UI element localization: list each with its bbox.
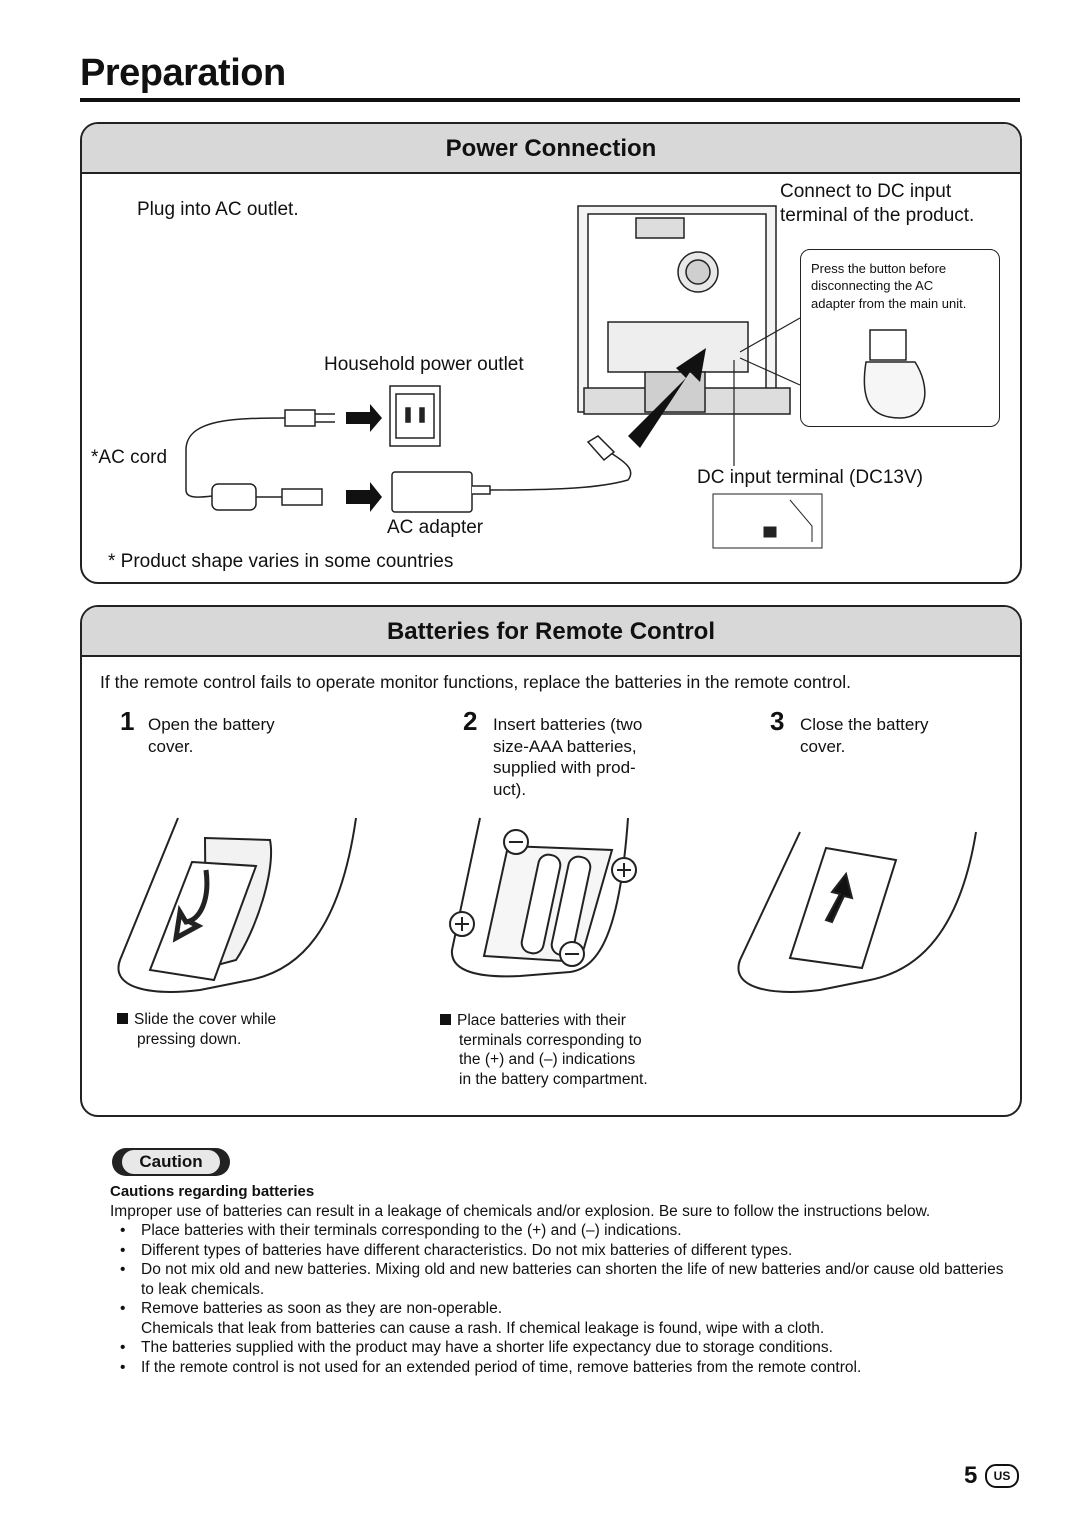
step-2-line-2: size-AAA batteries,	[493, 737, 637, 756]
connect-label-1: Connect to DC input	[780, 181, 952, 202]
note-bullet	[440, 1014, 451, 1025]
step-2-line-3: supplied with prod-	[493, 758, 636, 777]
note-place-batteries: Place batteries with their	[440, 1011, 626, 1031]
remote-batteries-image	[449, 817, 637, 978]
note-bullet	[117, 1013, 128, 1024]
note-slide-cover: Slide the cover while	[117, 1010, 276, 1030]
note-place-batteries-3: the (+) and (–) indications	[459, 1051, 636, 1068]
monitor-back-image	[577, 205, 791, 415]
step-1-line-2: cover.	[148, 737, 194, 756]
caution-badge: Caution	[112, 1148, 230, 1176]
caution-section: Cautions regarding batteries Improper us…	[110, 1182, 1010, 1377]
step-3-number: 3	[770, 706, 785, 736]
caution-subheading: Cautions regarding batteries	[110, 1183, 315, 1200]
note-place-batteries-4: in the battery compartment.	[459, 1071, 648, 1088]
title-rule	[80, 98, 1020, 102]
page-number: 5	[964, 1462, 978, 1489]
caution-item: If the remote control is not used for an…	[110, 1358, 1010, 1378]
step-2-line-1: Insert batteries (two	[493, 715, 643, 734]
press-note-box	[800, 249, 1000, 427]
page-title: Preparation	[80, 52, 286, 94]
region-badge: US	[985, 1464, 1019, 1488]
step-2-line-4: uct).	[493, 780, 527, 799]
dc-terminal-detail	[712, 493, 823, 549]
ac-cord-image	[185, 409, 335, 511]
ac-adapter-label: AC adapter	[387, 517, 484, 538]
batteries-heading: Batteries for Remote Control	[82, 607, 1020, 657]
ac-cord-label: *AC cord	[91, 447, 168, 468]
arrow-to-outlet-icon	[346, 404, 382, 432]
plug-label: Plug into AC outlet.	[137, 199, 299, 220]
step-1-line-1: Open the battery	[148, 715, 275, 734]
note-place-batteries-2: terminals corresponding to	[459, 1032, 642, 1049]
power-connection-heading: Power Connection	[82, 124, 1020, 174]
insert-arrow-icon	[628, 348, 706, 448]
dc-terminal-label: DC input terminal (DC13V)	[697, 467, 923, 488]
caution-intro: Improper use of batteries can result in …	[110, 1202, 931, 1220]
caution-item: Remove batteries as soon as they are non…	[110, 1299, 1010, 1338]
ac-adapter-image	[391, 435, 632, 513]
caution-item: The batteries supplied with the product …	[110, 1338, 1010, 1358]
step-3-line-2: cover.	[800, 737, 846, 756]
remote-close-cover-image	[737, 831, 977, 993]
product-shape-footnote: * Product shape varies in some countries	[108, 551, 454, 572]
caution-item: Place batteries with their terminals cor…	[110, 1221, 1010, 1241]
arrow-to-adapter-icon	[346, 482, 382, 512]
remote-open-cover-image	[117, 817, 357, 993]
caution-badge-label: Caution	[122, 1150, 220, 1174]
connect-label-2: terminal of the product.	[780, 205, 975, 226]
caution-item-extra: Chemicals that leak from batteries can c…	[141, 1319, 825, 1337]
step-1-number: 1	[120, 706, 135, 736]
step-2-number: 2	[463, 706, 478, 736]
step-3-line-1: Close the battery	[800, 715, 929, 734]
batteries-intro: If the remote control fails to operate m…	[100, 672, 851, 692]
power-outlet-icon	[389, 385, 441, 447]
press-note-line-3: adapter from the main unit.	[811, 296, 967, 311]
caution-item: Do not mix old and new batteries. Mixing…	[110, 1260, 1010, 1299]
power-connection-illustration	[185, 205, 926, 549]
caution-list: Place batteries with their terminals cor…	[110, 1221, 1010, 1377]
outlet-label: Household power outlet	[324, 354, 524, 375]
press-note-line-1: Press the button before	[811, 261, 947, 276]
remote-illustrations	[117, 817, 977, 993]
caution-item: Different types of batteries have differ…	[110, 1241, 1010, 1261]
note-slide-cover-2: pressing down.	[137, 1031, 242, 1048]
press-note-line-2: disconnecting the AC	[811, 278, 934, 293]
hand-press-icon	[863, 329, 926, 419]
